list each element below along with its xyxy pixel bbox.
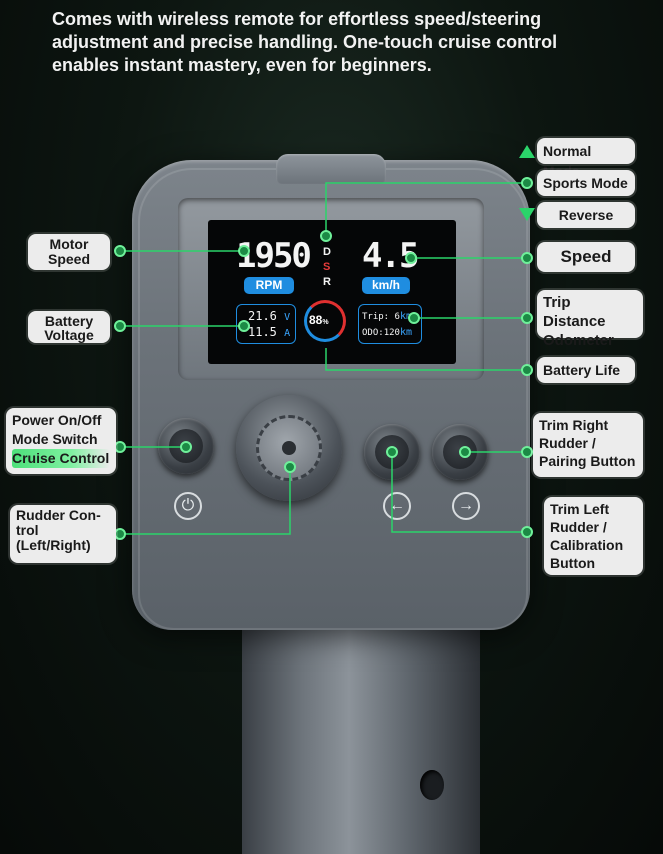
voltage-unit: V <box>284 312 291 323</box>
odo-readout: ODO:120km <box>362 327 412 338</box>
arrow-right-icon: → <box>452 492 480 520</box>
dot-battery-life <box>521 364 533 376</box>
dot-gear <box>320 230 332 242</box>
voltage-value: 21.6 <box>248 309 277 323</box>
battery-gauge <box>304 300 346 342</box>
dot-trip-right <box>521 312 533 324</box>
odo-label: ODO: <box>362 328 384 338</box>
label-rudder-line-3: (Left/Right) <box>16 537 91 553</box>
label-trip-line-2: Odometer <box>543 332 614 349</box>
dot-trim-right-right <box>521 446 533 458</box>
label-sports-mode: Sports Mode <box>537 170 635 196</box>
odo-value: 120 <box>383 328 400 338</box>
mode-down-arrow-icon <box>519 208 535 221</box>
label-battery-voltage: Battery Voltage <box>28 311 110 343</box>
gear-s-indicator: S <box>323 261 331 273</box>
trip-value: 6 <box>394 312 400 322</box>
label-battery-volt-line-1: Battery <box>44 313 94 329</box>
dot-speed-right <box>521 252 533 264</box>
dot-trim-right-btn <box>459 446 471 458</box>
dot-trim-left-btn <box>386 446 398 458</box>
dot-volt-left <box>114 320 126 332</box>
label-reverse: Reverse <box>537 202 635 228</box>
rudder-control-knob[interactable] <box>236 395 342 501</box>
battery-percent-unit: % <box>322 319 329 326</box>
dot-motor-left <box>114 245 126 257</box>
label-trim-left-line-3: Calibration <box>550 537 624 553</box>
speed-unit-badge: km/h <box>362 277 410 294</box>
label-trim-left-line-2: Rudder / <box>550 519 607 535</box>
headline-line-3: enables instant mastery, even for beginn… <box>52 55 432 75</box>
label-power-line-1: Power On/Off <box>12 412 102 428</box>
current-unit: A <box>284 328 291 339</box>
headline: Comes with wireless remote for effortles… <box>52 8 632 77</box>
current-value: 11.5 <box>248 325 277 339</box>
label-trim-right-line-2: Rudder / <box>539 435 596 451</box>
label-battery-volt-line-2: Voltage <box>44 327 94 343</box>
label-rudder-line-2: trol <box>16 522 39 538</box>
mode-up-arrow-icon <box>519 145 535 158</box>
lanyard-hole <box>420 770 444 800</box>
label-motor-line-2: Speed <box>47 251 90 267</box>
label-motor-speed: Motor Speed <box>28 234 110 270</box>
dot-sports-mode <box>521 177 533 189</box>
battery-percent: 88% <box>309 313 329 327</box>
gear-d-indicator: D <box>323 246 331 258</box>
arrow-left-icon: ← <box>383 492 411 520</box>
trip-odo-box <box>358 304 422 344</box>
power-icon: ⏻ <box>174 492 202 520</box>
label-normal-mode: Normal Mode <box>537 138 635 179</box>
label-trim-left-line-4: Button <box>550 555 596 571</box>
remote-top-notch <box>276 154 386 184</box>
dot-rudder-knob <box>284 461 296 473</box>
label-power-line-2: Mode Switch <box>12 431 98 447</box>
headline-line-1: Comes with wireless remote for effortles… <box>52 9 542 29</box>
current-readout: 11.5 A <box>248 325 290 339</box>
trip-unit: km <box>399 311 412 322</box>
voltage-readout: 21.6 V <box>248 309 290 323</box>
trip-label: Trip: <box>362 312 390 322</box>
label-trim-left-line-1: Trim Left <box>550 501 610 517</box>
label-power-line-3: Cruise Control <box>12 449 110 468</box>
label-rudder-line-1: Rudder Con- <box>16 507 101 523</box>
dot-trip-left <box>408 312 420 324</box>
rudder-knob-center <box>282 441 296 455</box>
label-rudder-control: Rudder Con- trol (Left/Right) <box>10 505 116 563</box>
headline-line-2: adjustment and precise handling. One-tou… <box>52 32 558 52</box>
gear-r-indicator: R <box>323 276 331 288</box>
rpm-value: 1950 <box>236 236 312 276</box>
label-trim-right-line-3: Pairing Button <box>539 453 636 469</box>
dot-power-right <box>180 441 192 453</box>
label-trim-right: Trim Right Rudder / Pairing Button <box>533 413 643 477</box>
label-power-mode-cruise: Power On/Off Mode Switch Cruise Control <box>6 408 116 474</box>
dot-motor-right <box>238 245 250 257</box>
dot-volt-right <box>238 320 250 332</box>
label-trim-right-line-1: Trim Right <box>539 417 609 433</box>
label-speed: Speed <box>537 242 635 272</box>
label-motor-line-1: Motor <box>49 236 89 252</box>
trip-readout: Trip: 6km <box>362 311 412 322</box>
battery-percent-value: 88 <box>309 313 323 327</box>
dot-trim-left-right <box>521 526 533 538</box>
voltage-current-box <box>236 304 296 344</box>
label-trip-distance: Trip Distance Odometer <box>537 290 643 349</box>
label-trip-line-1: Trip Distance <box>543 294 606 330</box>
label-trim-left: Trim Left Rudder / Calibration Button <box>544 497 643 575</box>
rpm-unit-badge: RPM <box>244 277 294 294</box>
dot-speed-left <box>405 252 417 264</box>
odo-unit: km <box>399 327 412 338</box>
label-battery-life: Battery Life <box>537 357 635 383</box>
